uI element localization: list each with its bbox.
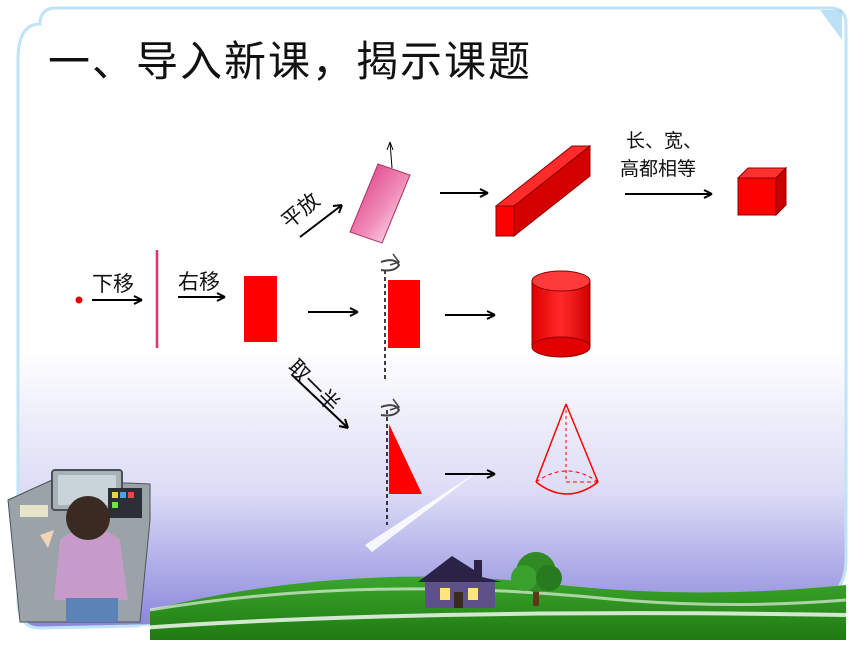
- label-move-right: 右移: [178, 270, 220, 294]
- right-arrow-icon: [445, 469, 496, 479]
- label-equal-line1: 长、宽、: [626, 130, 703, 152]
- tree-icon: [511, 552, 562, 606]
- diagonal-down-arrow-icon: [291, 374, 349, 429]
- right-arrow-icon: [625, 189, 713, 199]
- house-icon: [418, 556, 502, 608]
- rotate-arrow-icon: [380, 253, 401, 272]
- diagram-point-and-move-down: [75, 295, 143, 305]
- cuboid-shape: [494, 144, 592, 238]
- grass-ground: [139, 576, 847, 640]
- cube-shape: [736, 166, 788, 217]
- rectangle-shape: [388, 280, 420, 348]
- cone-shape: [535, 403, 599, 495]
- label-move-down: 下移: [92, 272, 134, 296]
- point-dot: [75, 296, 83, 304]
- right-arrow-icon: [445, 310, 496, 320]
- student-at-computer-icon: [7, 469, 151, 623]
- rotation-triangle-group: [380, 398, 422, 525]
- right-arrow-icon: [308, 307, 359, 317]
- tilted-rectangle-shape: [349, 141, 411, 244]
- label-equal-line2: 高都相等: [620, 158, 697, 180]
- right-triangle-shape: [389, 424, 422, 494]
- diagonal-up-arrow-icon: [299, 204, 343, 238]
- rotate-arrow-icon: [380, 398, 401, 417]
- slide-title: 一、导入新课，揭示课题: [48, 37, 533, 86]
- right-arrow-icon: [440, 188, 489, 198]
- rotation-rectangle-group: [380, 253, 420, 380]
- right-arrow-icon: [178, 292, 226, 302]
- rectangle-shape: [244, 276, 277, 342]
- light-streak-decoration: [365, 470, 480, 552]
- cylinder-shape: [531, 270, 591, 358]
